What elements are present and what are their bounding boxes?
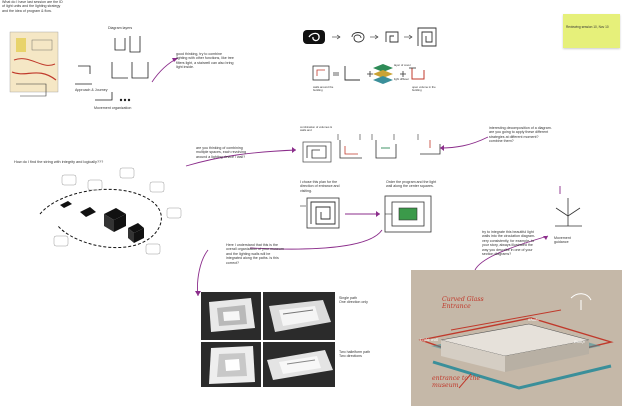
caption-two-paths: Two hallelform path Two directions <box>339 350 371 359</box>
legend-volumes: open volume in the building <box>412 85 437 93</box>
model-photo-2 <box>263 292 335 340</box>
sketch-label-curved-glass: Curved Glass Entrance <box>442 296 484 310</box>
sticky-note-text: Reviewing session 10, Nov 10 <box>566 25 609 29</box>
caption-plan-left: I chose this plan for the direction of e… <box>300 180 341 193</box>
intro-collage <box>9 31 59 97</box>
caption-single-path: Single path One direction only <box>339 296 368 305</box>
movement-guidance-diagram <box>555 198 582 227</box>
caption-movement-guidance: Movement guidance <box>554 236 572 245</box>
comment-combine-lighting: good thinking, try to combine lighting w… <box>176 52 235 70</box>
massing-diagram <box>39 167 182 255</box>
entrance-sketch <box>411 270 622 406</box>
question-string: How do I find the string with integrity … <box>14 160 104 164</box>
model-photo-4 <box>263 342 335 387</box>
sketch-label-entrance: entrance to the museum <box>432 375 481 389</box>
connector-arrows <box>151 57 561 297</box>
label-diagram-layers: Diagram layers <box>108 26 133 30</box>
sketch-label-shade: Shade <box>528 318 540 322</box>
legend-diffuser: light diffuser <box>394 77 410 81</box>
sticky-note: Reviewing session 10, Nov 10 <box>563 14 620 48</box>
note-intro: What do I have last session are the ID o… <box>2 0 64 13</box>
label-enclosure: combination of volumes & walls and <box>300 125 333 133</box>
comment-integrate: try to integrate this beautiful light wa… <box>482 230 537 257</box>
spiral-evolution <box>303 27 437 47</box>
label-movement-organization: Movement organization <box>94 106 132 110</box>
arrow-heads <box>172 58 548 296</box>
model-photo-1 <box>201 292 261 340</box>
caption-plan-right: Order the program and the light wall alo… <box>386 180 438 189</box>
diagram-layers <box>75 36 149 102</box>
comment-multiple-spaces: are you thinking of combining multiple s… <box>196 146 247 159</box>
legend-cover: layer of cover <box>394 63 411 67</box>
sketch-label-ramp: Ramp <box>574 340 585 344</box>
sequence-row <box>302 134 441 163</box>
label-approach: Approach & Journey <box>75 88 108 92</box>
legend-walls: walls around the building <box>313 85 335 93</box>
comment-decomposition: interesting decomposition of a diagram. … <box>489 126 553 144</box>
model-photo-3 <box>201 342 261 387</box>
sketch-label-light-wall: Light wall <box>420 338 439 342</box>
question-overall-organization: Here I understand that this is the overa… <box>226 243 285 265</box>
decomposition-equation <box>312 64 425 84</box>
plan-diagrams <box>300 195 432 233</box>
